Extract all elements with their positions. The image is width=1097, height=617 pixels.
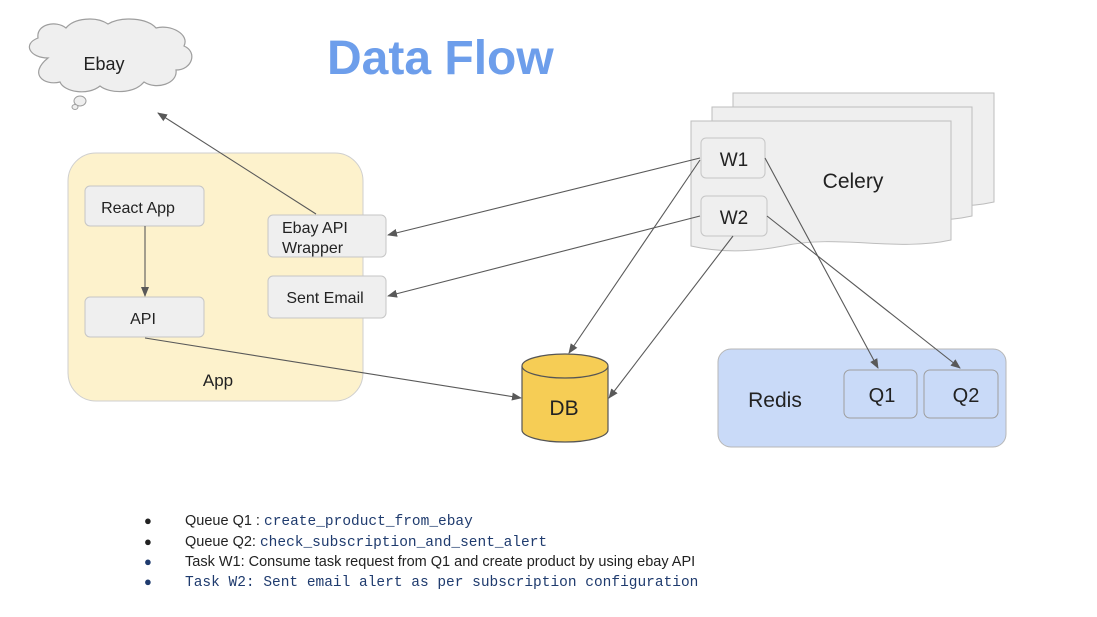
react-app-label: React App <box>101 200 175 217</box>
api-label: API <box>130 311 156 328</box>
ebay-api-wrapper-label-line1: Ebay API <box>282 220 348 237</box>
note-queue-q1-code: create_product_from_ebay <box>264 514 473 530</box>
worker-w1-label: W1 <box>720 150 749 171</box>
arrow-w1-to-q1 <box>764 157 879 369</box>
note-task-w1-text: Task W1: Consume task request from Q1 an… <box>185 554 696 570</box>
notes-list: ● Queue Q1 : create_product_from_ebay ● … <box>140 511 698 593</box>
note-task-w2-text: Task W2: Sent email alert as per subscri… <box>185 574 699 591</box>
sent-email-box <box>267 275 387 319</box>
arrow-w1-to-wrapper <box>387 157 701 237</box>
bullet-icon: ● <box>144 554 152 569</box>
note-queue-q1-prefix: Queue Q1 : <box>185 513 264 529</box>
ebay-cloud: Ebay <box>28 18 193 110</box>
note-queue-q2-prefix: Queue Q2: <box>185 533 260 550</box>
queue-q2-box <box>923 369 999 419</box>
queue-q2-label: Q2 <box>953 385 980 407</box>
db-cylinder: DB <box>521 353 609 443</box>
note-queue-q1: ● Queue Q1 : create_product_from_ebay <box>140 511 698 532</box>
diagram-title: Data Flow <box>327 32 554 85</box>
worker-w2-label: W2 <box>720 208 749 229</box>
arrow-w1-to-db <box>568 159 701 354</box>
ebay-label: Ebay <box>83 54 124 74</box>
note-queue-q2-code: check_subscription_and_sent_alert <box>259 534 548 551</box>
sent-email-label: Sent Email <box>286 290 363 307</box>
note-task-w1: ● Task W1: Consume task request from Q1 … <box>140 552 698 573</box>
api-box <box>84 296 205 338</box>
queue-q1-box <box>843 369 918 419</box>
ebay-api-wrapper-label-line2: Wrapper <box>282 240 344 257</box>
db-label: DB <box>549 397 578 420</box>
arrow-w2-to-q2 <box>766 215 961 369</box>
ebay-api-wrapper-box <box>267 214 387 258</box>
queue-q1-label: Q1 <box>869 385 896 407</box>
arrow-wrapper-to-ebay <box>157 112 317 215</box>
bullet-icon: ● <box>144 533 152 549</box>
celery-label: Celery <box>823 170 884 193</box>
arrow-api-to-db <box>144 337 522 401</box>
bullet-icon: ● <box>144 513 152 528</box>
redis-label: Redis <box>748 389 802 412</box>
arrow-w2-to-db <box>608 235 734 399</box>
note-queue-q2: ● Queue Q2: check_subscription_and_sent_… <box>140 532 698 553</box>
note-task-w2: ● Task W2: Sent email alert as per subsc… <box>140 573 698 594</box>
app-label: App <box>203 371 233 390</box>
bullet-icon: ● <box>144 574 152 590</box>
arrow-w2-to-sent-email <box>387 215 701 298</box>
